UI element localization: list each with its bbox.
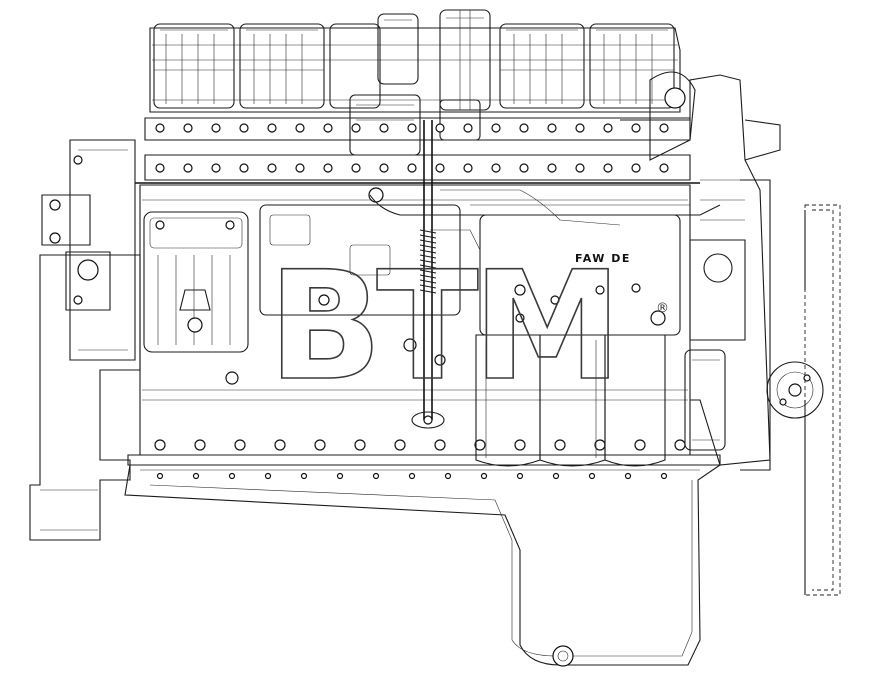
- bolt-head: [660, 472, 668, 480]
- bolt-head: [463, 123, 473, 133]
- bolt-head: [323, 163, 333, 173]
- registered-mark: ®: [656, 301, 669, 316]
- bolt-head: [154, 439, 166, 451]
- spring-coil: [419, 259, 437, 264]
- bolt-head: [575, 123, 585, 133]
- watermark-text: BTM: [268, 240, 616, 414]
- bolt-head: [183, 163, 193, 173]
- bolt-head: [379, 163, 389, 173]
- bolt-head: [514, 439, 526, 451]
- bolt-head: [351, 163, 361, 173]
- bolt-head: [603, 123, 613, 133]
- bolt-head: [575, 163, 585, 173]
- bolt-head: [211, 163, 221, 173]
- bolt-head: [547, 123, 557, 133]
- bolt-head: [194, 439, 206, 451]
- bolt-head: [407, 123, 417, 133]
- head-bolt-row: [135, 117, 700, 184]
- bolt-head: [474, 439, 486, 451]
- bolt-head: [300, 472, 308, 480]
- oil-pan: [124, 464, 721, 667]
- fan-blade-icon: [804, 204, 841, 596]
- bolt-head: [659, 123, 669, 133]
- bolt-head: [372, 472, 380, 480]
- bolt-head: [314, 439, 326, 451]
- bolt-head: [211, 123, 221, 133]
- bolt-head: [295, 123, 305, 133]
- crank-pulley-icon: [740, 179, 824, 471]
- bolt-head: [239, 123, 249, 133]
- bolt-head: [234, 439, 246, 451]
- bolt-head: [480, 472, 488, 480]
- bolt-head: [336, 472, 344, 480]
- spring-coil: [419, 284, 437, 289]
- bolt-head: [351, 123, 361, 133]
- bolt-head: [155, 163, 165, 173]
- bolt-head: [156, 472, 164, 480]
- bolt-head: [674, 439, 686, 451]
- bolt-head: [552, 472, 560, 480]
- bolt-head: [588, 472, 596, 480]
- spring-coil: [419, 234, 437, 239]
- bolt-head: [323, 123, 333, 133]
- bolt-head: [228, 472, 236, 480]
- bolt-head: [295, 163, 305, 173]
- valve-cover-lobes: [153, 23, 675, 109]
- spring-coil: [419, 279, 437, 284]
- bolt-head: [264, 472, 272, 480]
- bolt-head: [434, 439, 446, 451]
- bolt-head: [354, 439, 366, 451]
- bolt-head: [435, 123, 445, 133]
- spring-coil: [419, 289, 437, 294]
- bolt-head: [519, 123, 529, 133]
- spring-coil: [419, 254, 437, 259]
- spring-coil: [419, 274, 437, 279]
- bolt-head: [407, 163, 417, 173]
- watermark: BTM ®: [267, 239, 669, 415]
- bolt-head: [547, 163, 557, 173]
- bolt-head: [634, 439, 646, 451]
- bolt-head: [379, 123, 389, 133]
- bolt-head: [554, 439, 566, 451]
- bolt-head: [631, 163, 641, 173]
- bolt-head: [192, 472, 200, 480]
- spring-coil: [419, 244, 437, 249]
- rear-housing: [29, 139, 141, 541]
- spring-coil: [419, 239, 437, 244]
- valve-cover-assembly: [149, 9, 681, 156]
- intake-tower: [349, 9, 491, 156]
- air-compressor: [143, 211, 249, 353]
- bolt-head: [274, 439, 286, 451]
- spring-coil: [419, 229, 437, 234]
- bolt-head: [155, 123, 165, 133]
- bolt-head: [183, 123, 193, 133]
- bolt-head: [394, 439, 406, 451]
- spring-coil: [419, 264, 437, 269]
- bolt-head: [267, 163, 277, 173]
- bolt-head: [659, 163, 669, 173]
- bolt-head: [624, 472, 632, 480]
- bolt-head: [444, 472, 452, 480]
- bolt-head: [463, 163, 473, 173]
- bolt-head: [435, 163, 445, 173]
- spring-coil: [419, 269, 437, 274]
- fuel-lines: [369, 189, 721, 320]
- bolt-head: [408, 472, 416, 480]
- bolt-head: [491, 163, 501, 173]
- bolt-head: [519, 163, 529, 173]
- brand-plate-label: FAW DE: [575, 252, 631, 265]
- spring-coil: [419, 249, 437, 254]
- bolt-head: [516, 472, 524, 480]
- bolt-head: [491, 123, 501, 133]
- dipstick-tube: [411, 120, 445, 429]
- bolt-head: [603, 163, 613, 173]
- bolt-head: [239, 163, 249, 173]
- bolt-head: [631, 123, 641, 133]
- bolt-head: [594, 439, 606, 451]
- front-cover: [620, 71, 781, 466]
- bolt-head: [267, 123, 277, 133]
